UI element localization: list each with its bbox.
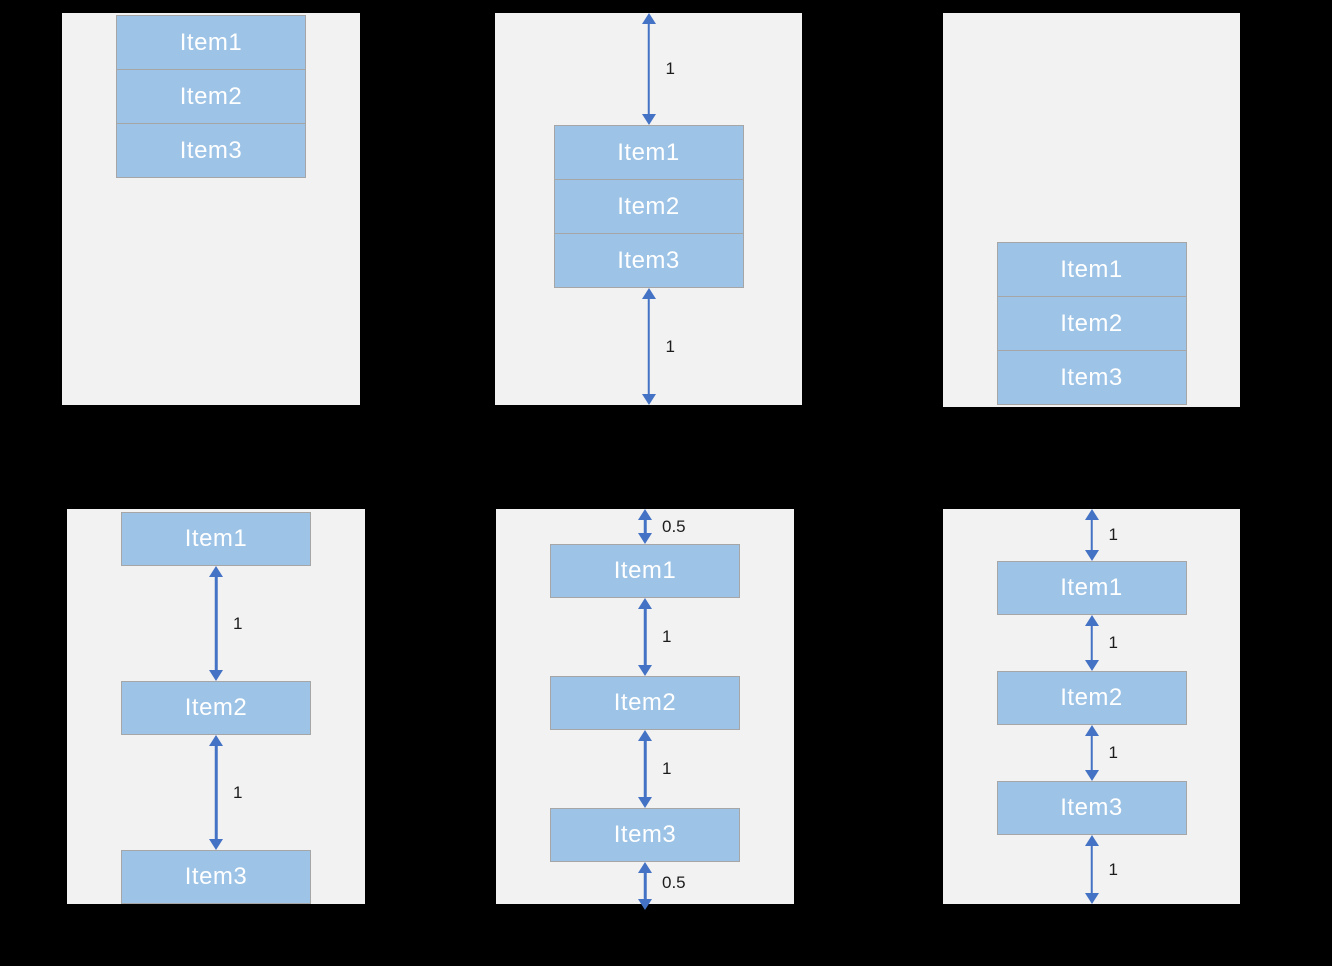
- double-arrow-icon: [641, 288, 657, 405]
- panel-space-evenly: 1 Item1 1 Item2 1 Item3 1: [943, 509, 1240, 904]
- item-box: Item2: [550, 676, 740, 730]
- gap: 0.5: [496, 509, 794, 544]
- item-box: Item2: [996, 671, 1187, 725]
- item-stack: Item1 Item2 Item3: [116, 15, 306, 178]
- gap-size-label: 1: [1108, 743, 1118, 762]
- panel-center: 1 Item1 Item2 Item3 1: [495, 13, 802, 405]
- panel-flex-start: Item1 Item2 Item3: [62, 13, 360, 405]
- gap: 1: [943, 615, 1240, 671]
- item-box: Item3: [996, 781, 1187, 835]
- panel-space-between: Item1 1 Item2 1 Item3: [67, 509, 365, 904]
- item-box: Item2: [116, 69, 306, 124]
- gap: 1: [496, 598, 794, 676]
- item-box: Item1: [121, 512, 311, 566]
- item-box: Item1: [996, 242, 1187, 297]
- item-box: Item2: [121, 681, 311, 735]
- item-box: Item2: [553, 179, 744, 234]
- gap-size-label: 1: [233, 782, 243, 802]
- gap: 0.5: [496, 862, 794, 904]
- item-box: Item1: [553, 125, 744, 180]
- gap: 1: [943, 725, 1240, 781]
- item-box: Item1: [996, 561, 1187, 615]
- double-arrow-icon: [637, 862, 653, 910]
- gap: 1: [495, 13, 802, 125]
- panel-space-around: 0.5 Item1 1 Item2 1 Item3 0.5: [496, 509, 794, 904]
- item-box: Item3: [121, 850, 311, 904]
- item-box: Item1: [116, 15, 306, 70]
- gap-size-label: 1: [1108, 859, 1118, 879]
- item-box: Item3: [116, 123, 306, 178]
- double-arrow-icon: [1084, 509, 1100, 561]
- gap: 1: [943, 835, 1240, 904]
- gap-size-label: 1: [662, 627, 672, 646]
- gap-size-label: 0.5: [662, 516, 686, 536]
- item-box: Item3: [996, 350, 1187, 405]
- double-arrow-icon: [637, 598, 653, 676]
- item-stack: Item1 Item2 Item3: [553, 125, 744, 288]
- gap-size-label: 1: [1108, 633, 1118, 652]
- double-arrow-icon: [208, 566, 224, 681]
- double-arrow-icon: [1084, 615, 1100, 671]
- gap-size-label: 1: [665, 59, 675, 78]
- item-stack: Item1 Item2 Item3: [996, 242, 1187, 405]
- double-arrow-icon: [1084, 725, 1100, 781]
- item-box: Item2: [996, 296, 1187, 351]
- double-arrow-icon: [208, 735, 224, 850]
- gap: 1: [67, 735, 365, 850]
- gap-size-label: 1: [665, 336, 675, 356]
- gap-size-label: 1: [662, 759, 672, 778]
- gap: 1: [943, 509, 1240, 561]
- gap: 1: [496, 730, 794, 808]
- gap-size-label: 1: [1108, 525, 1118, 544]
- panel-flex-end: Item1 Item2 Item3: [943, 13, 1240, 407]
- item-box: Item3: [550, 808, 740, 862]
- double-arrow-icon: [1084, 835, 1100, 904]
- item-box: Item3: [553, 233, 744, 288]
- gap-size-label: 0.5: [662, 873, 686, 892]
- gap: 1: [67, 566, 365, 681]
- gap: 1: [495, 288, 802, 405]
- item-box: Item1: [550, 544, 740, 598]
- double-arrow-icon: [637, 509, 653, 544]
- double-arrow-icon: [641, 13, 657, 125]
- gap-size-label: 1: [233, 613, 243, 633]
- double-arrow-icon: [637, 730, 653, 808]
